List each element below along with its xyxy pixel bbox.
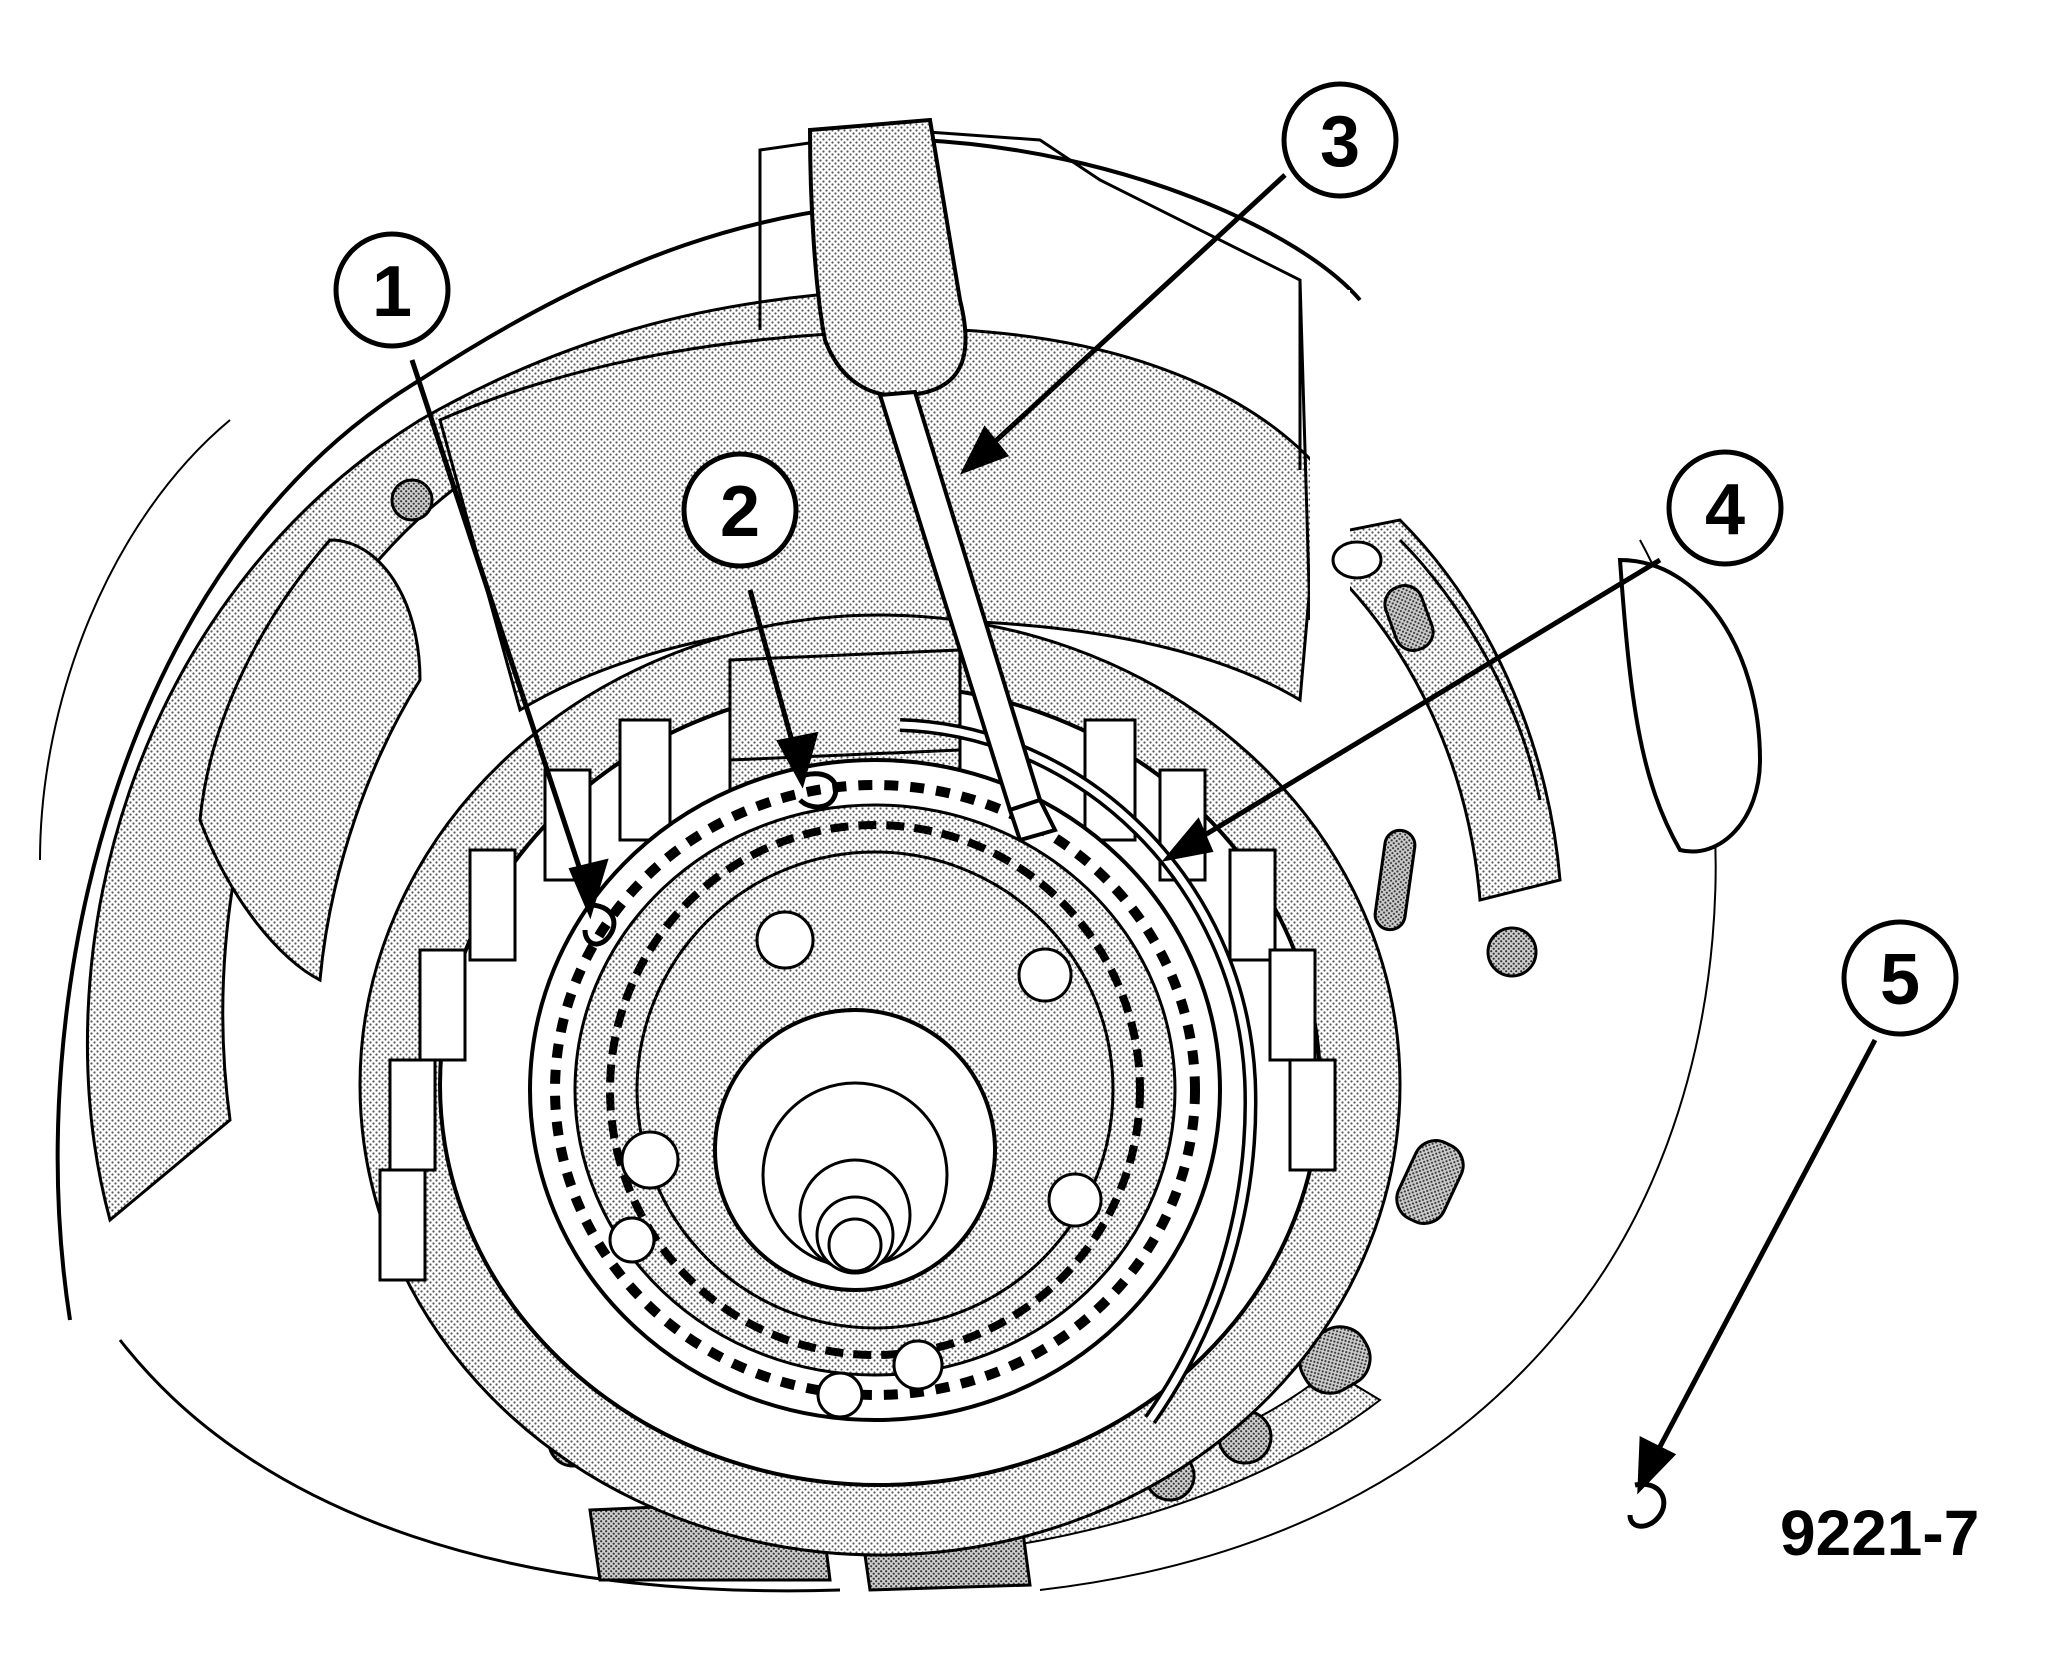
callout-3: 3 — [1281, 81, 1399, 199]
callout-1: 1 — [333, 231, 451, 349]
case-pocket-left — [198, 478, 434, 983]
figure-id: 9221-7 — [1780, 1497, 1979, 1569]
callout-4: 4 — [1666, 449, 1784, 567]
svg-text:4: 4 — [1705, 470, 1745, 550]
screwdriver-tool — [807, 117, 1058, 843]
case-lobe-right — [1398, 538, 1763, 854]
callout-2: 2 — [681, 451, 799, 569]
snap-ring — [899, 718, 1258, 1425]
snap-ring-end-2 — [798, 771, 839, 810]
leader-lines — [409, 173, 1878, 1495]
snap-ring-end-1 — [582, 902, 617, 947]
callout-5: 5 — [1841, 919, 1959, 1037]
snap-ring-gap-5 — [1627, 1481, 1667, 1529]
svg-text:1: 1 — [372, 252, 412, 332]
clutch-drum — [438, 128, 1350, 713]
svg-text:3: 3 — [1320, 102, 1360, 182]
svg-text:2: 2 — [720, 472, 760, 552]
svg-text:5: 5 — [1880, 940, 1920, 1020]
input-shaft-hub — [713, 1008, 997, 1292]
